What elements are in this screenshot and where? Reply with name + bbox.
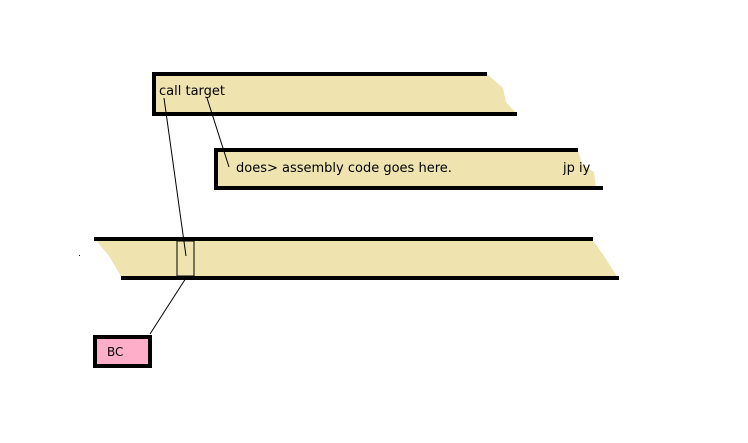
memory-strip-fill bbox=[95, 239, 618, 278]
stray-dot bbox=[79, 255, 80, 256]
pointer-line-cell-to-register bbox=[149, 277, 187, 335]
code-box bbox=[214, 148, 603, 190]
call-target-box-fill bbox=[153, 74, 517, 114]
register-label: BC bbox=[107, 345, 124, 359]
call-target-box bbox=[152, 72, 517, 116]
code-box-fill bbox=[215, 150, 596, 188]
call-target-label: call target bbox=[159, 84, 225, 99]
memory-strip bbox=[94, 237, 619, 280]
memory-cell-marker bbox=[176, 240, 195, 277]
pointer-line-call-target-to-cell bbox=[163, 97, 187, 257]
code-box-trailing-text: jp iy bbox=[563, 161, 591, 176]
register-box bbox=[93, 335, 152, 368]
pointer-line-call-target-to-code bbox=[206, 97, 230, 168]
code-box-text: does> assembly code goes here. bbox=[236, 161, 452, 176]
